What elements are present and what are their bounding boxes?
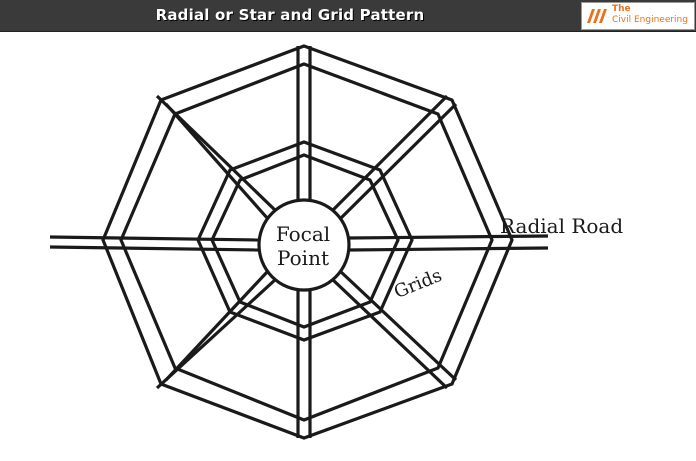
logo-text-bottom: Civil Engineering — [612, 15, 688, 25]
focal-point-label: Focal Point — [262, 222, 344, 270]
page-title: Radial or Star and Grid Pattern — [155, 6, 425, 24]
radial-roads — [49, 46, 549, 438]
focal-circle — [257, 198, 351, 292]
stripes-logo-icon — [587, 9, 607, 23]
site-logo: The Civil Engineering — [581, 2, 695, 30]
focal-label-line2: Point — [276, 246, 329, 270]
radial-grid-diagram — [49, 44, 549, 440]
middle-ring-road — [196, 140, 414, 342]
title-banner: Radial or Star and Grid Pattern The Civi… — [0, 0, 696, 32]
outer-ring-road — [101, 44, 514, 440]
focal-label-line1: Focal — [275, 222, 331, 246]
logo-text-top: The — [612, 4, 631, 14]
radial-road-label: Radial Road — [500, 214, 624, 238]
